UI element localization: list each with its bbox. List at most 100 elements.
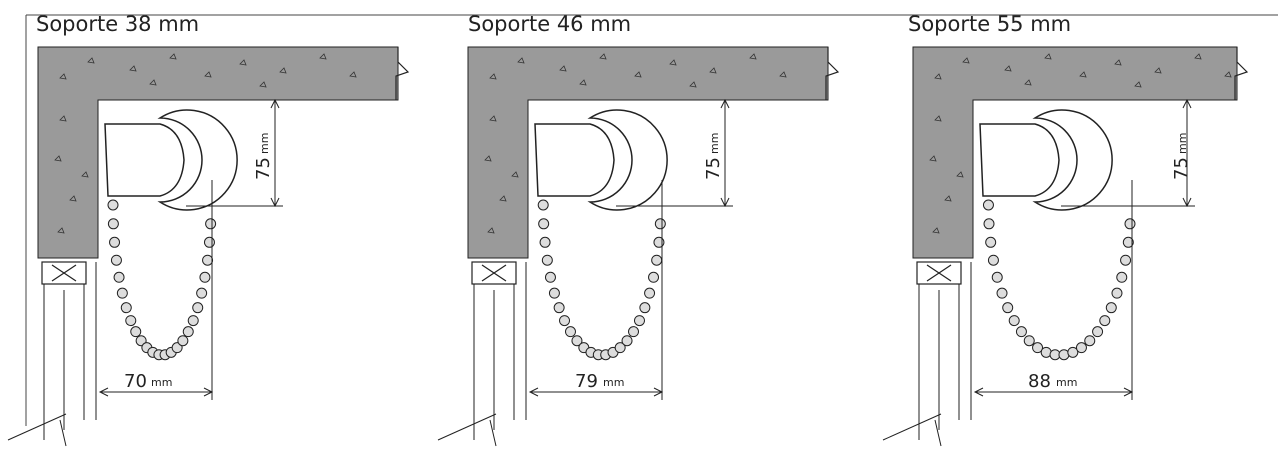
chain-bead — [1116, 271, 1128, 283]
chain-bead — [1124, 218, 1136, 230]
chain-bead — [996, 287, 1008, 299]
concrete-speckle — [1194, 53, 1202, 60]
chain-bead — [983, 218, 995, 230]
concrete-speckle — [944, 195, 952, 202]
concrete-speckle — [487, 227, 495, 234]
concrete-speckle — [204, 71, 212, 78]
chain-bead — [544, 271, 556, 283]
width-value-46: 79 — [575, 371, 598, 392]
concrete-speckle — [1004, 65, 1012, 72]
chain-bead — [1032, 342, 1044, 354]
chain-bead — [541, 254, 553, 266]
chain-bead — [196, 287, 208, 299]
bracket-cap — [979, 123, 1060, 197]
chain-bead — [1120, 254, 1132, 266]
chain-bead — [982, 199, 994, 211]
chain-bead — [564, 326, 576, 338]
concrete-speckle — [81, 171, 89, 178]
height-unit-55: mm — [1176, 133, 1189, 154]
chain-bead — [1092, 326, 1104, 338]
concrete-speckle — [956, 171, 964, 178]
chain-bead — [1023, 335, 1035, 347]
concrete-speckle — [484, 155, 492, 162]
chain-bead — [1122, 236, 1134, 248]
concrete-speckle — [962, 57, 970, 64]
concrete-speckle — [932, 227, 940, 234]
bracket-cap — [534, 123, 615, 197]
frame-cross — [481, 264, 507, 282]
chain-bead — [991, 271, 1003, 283]
height-unit-38: mm — [258, 133, 271, 154]
concrete-speckle — [259, 81, 267, 88]
width-unit-46: mm — [603, 376, 624, 389]
concrete-speckle — [149, 79, 157, 86]
frame-break — [7, 413, 67, 447]
panel-55: 88 mm 75 mm — [882, 46, 1249, 447]
concrete-speckle — [499, 195, 507, 202]
height-unit-46: mm — [708, 133, 721, 154]
panel-46: 79 mm 75 mm — [437, 46, 840, 447]
frame-cross — [926, 264, 952, 282]
chain-bead — [1067, 346, 1079, 358]
concrete-speckle — [239, 59, 247, 66]
chain-bead — [109, 236, 121, 248]
chain-bead — [130, 326, 142, 338]
chain-bead — [199, 271, 211, 283]
height-dim-arrows — [1182, 98, 1192, 208]
concrete-speckle — [59, 73, 67, 80]
width-value-38: 70 — [124, 371, 147, 392]
height-value-38: 75 — [253, 157, 274, 180]
concrete-speckle — [511, 171, 519, 178]
roller-tube — [1032, 109, 1113, 211]
concrete-speckle — [634, 71, 642, 78]
chain-bead — [653, 236, 665, 248]
chain-bead — [187, 315, 199, 327]
concrete-speckle — [69, 195, 77, 202]
chain-bead — [639, 302, 651, 314]
concrete-speckle — [934, 73, 942, 80]
chain-bead — [1105, 302, 1117, 314]
chain-bead — [1075, 342, 1087, 354]
chain-bead — [107, 199, 119, 211]
break-line — [825, 47, 840, 100]
concrete-speckle — [689, 81, 697, 88]
height-value-55: 75 — [1171, 157, 1192, 180]
concrete-speckle — [59, 115, 67, 122]
chain-bead — [116, 287, 128, 299]
frame-break — [437, 413, 497, 447]
concrete-speckle — [1154, 67, 1162, 74]
break-line — [395, 47, 410, 100]
chain-bead — [182, 326, 194, 338]
chain-bead — [203, 236, 215, 248]
concrete-speckle — [1044, 53, 1052, 60]
concrete-speckle — [929, 155, 937, 162]
roller-tube — [587, 109, 668, 211]
height-value-46: 75 — [703, 157, 724, 180]
concrete-speckle — [349, 71, 357, 78]
concrete-speckle — [579, 79, 587, 86]
chain-bead — [1015, 326, 1027, 338]
concrete-speckle — [709, 67, 717, 74]
concrete-speckle — [279, 67, 287, 74]
concrete-speckle — [934, 115, 942, 122]
height-dim-arrows — [270, 98, 280, 208]
chain-bead — [539, 236, 551, 248]
concrete-speckle — [669, 59, 677, 66]
concrete-speckle — [1134, 81, 1142, 88]
width-unit-38: mm — [151, 376, 172, 389]
chain-bead — [987, 254, 999, 266]
frame-profile — [918, 262, 972, 440]
roller-tube — [157, 109, 238, 211]
chain-bead — [107, 218, 119, 230]
concrete-speckle — [169, 53, 177, 60]
concrete-speckle — [129, 65, 137, 72]
concrete-speckle — [1114, 59, 1122, 66]
chain-bead — [614, 342, 626, 354]
chain-bead — [1008, 315, 1020, 327]
chain-bead — [202, 254, 214, 266]
width-value-55: 88 — [1028, 371, 1051, 392]
width-unit-55: mm — [1056, 376, 1077, 389]
chain-bead — [1002, 302, 1014, 314]
chain-bead — [621, 335, 633, 347]
